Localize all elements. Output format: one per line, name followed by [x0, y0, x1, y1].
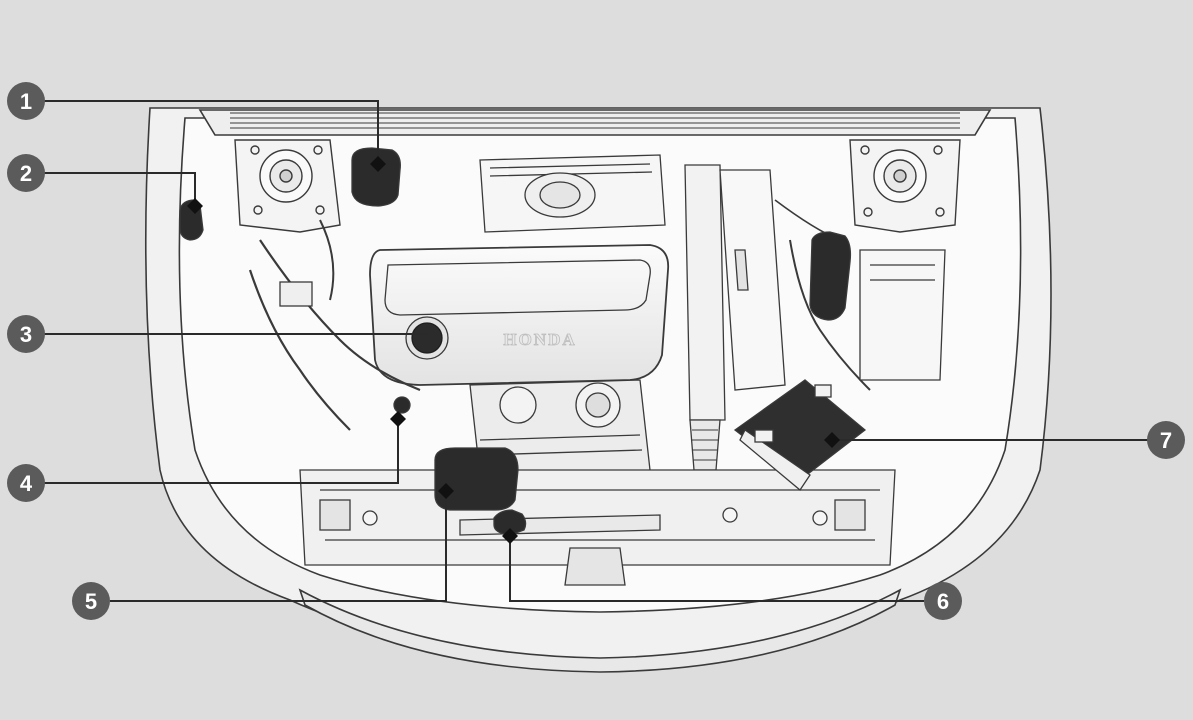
radiator-reservoir — [434, 447, 519, 511]
leader-lines — [44, 100, 1148, 602]
marker-1 — [370, 156, 386, 172]
callout-5-label: 5 — [85, 589, 97, 614]
marker-5 — [438, 483, 454, 499]
leader-line-6 — [509, 536, 924, 602]
relay-box — [719, 169, 786, 391]
callout-2-label: 2 — [20, 161, 32, 186]
callout-6-label: 6 — [937, 589, 949, 614]
intake-duct — [684, 164, 726, 421]
callout-6: 6 — [924, 582, 962, 620]
callout-4-label: 4 — [20, 471, 33, 496]
strut-towers — [234, 139, 961, 233]
marker-6 — [502, 528, 518, 544]
front-bumper — [298, 588, 902, 673]
callout-3: 3 — [7, 315, 45, 353]
callout-3-label: 3 — [20, 322, 32, 347]
cowl-grille — [230, 112, 960, 129]
hood-latch — [564, 547, 626, 586]
honda-emboss: HONDA — [503, 330, 576, 349]
callout-5: 5 — [72, 582, 110, 620]
callout-1-label: 1 — [20, 89, 32, 114]
leader-line-2 — [44, 172, 196, 206]
dipstick-handle — [393, 396, 411, 414]
marker-7 — [824, 432, 840, 448]
radiator-cap — [493, 509, 527, 536]
leader-line-1 — [44, 100, 379, 166]
callout-2: 2 — [7, 154, 45, 192]
callout-badges: 1 2 3 4 5 6 7 — [7, 82, 1185, 620]
coolant-reservoir — [809, 231, 852, 321]
leader-line-5 — [110, 491, 447, 602]
callout-4: 4 — [7, 464, 45, 502]
leader-line-4 — [44, 419, 399, 484]
marker-2 — [187, 198, 203, 214]
brake-fluid-cap — [351, 147, 401, 207]
callout-1: 1 — [7, 82, 45, 120]
marker-4 — [390, 411, 406, 427]
callout-7: 7 — [1147, 421, 1185, 459]
callout-7-label: 7 — [1160, 428, 1172, 453]
marker-diamonds — [187, 156, 840, 544]
